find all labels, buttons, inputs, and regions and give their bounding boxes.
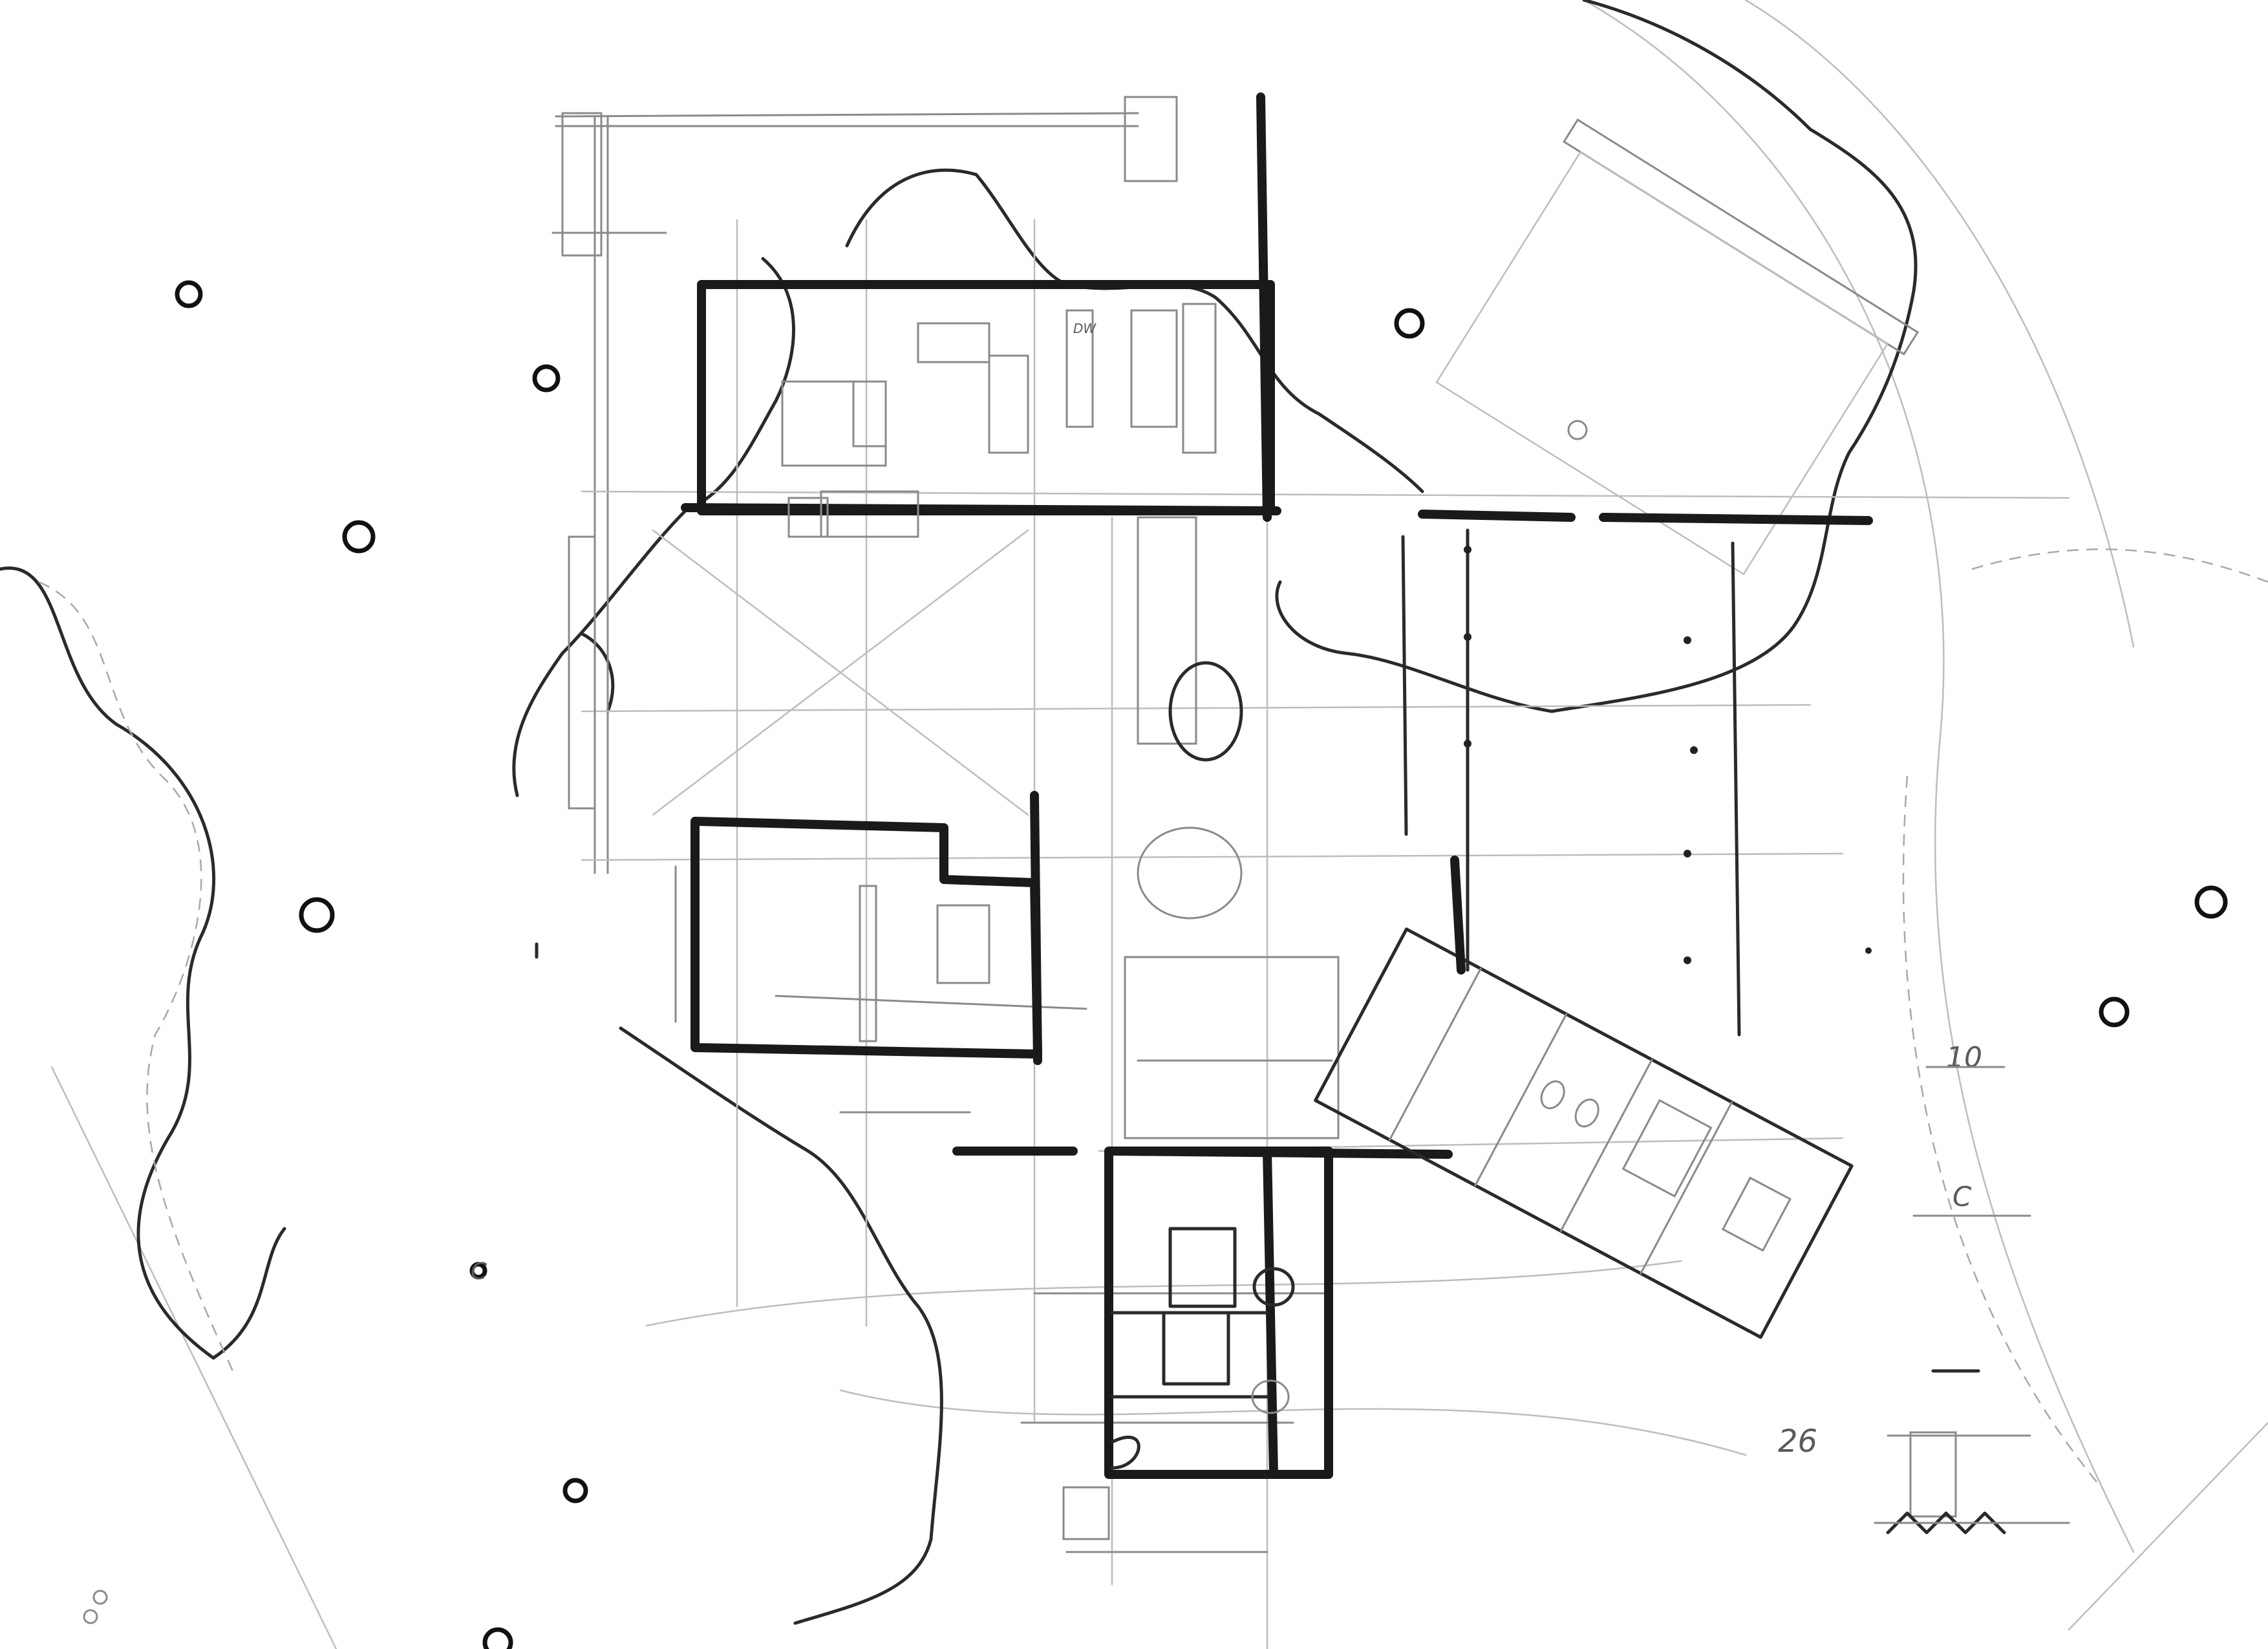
tree-symbols (83, 280, 2228, 1649)
column-marks (1464, 546, 1872, 964)
annotation-26: 26 (1778, 1423, 1817, 1460)
kitchen-dw-label: DW (1073, 321, 1097, 336)
annotation-c: C (1952, 1181, 1972, 1212)
terrace-slab (1435, 118, 1920, 576)
east-wall-strokes (1401, 510, 1873, 1037)
entry-structure (551, 96, 1243, 920)
guest-wing-outline (1314, 927, 1854, 1339)
tree-icon (562, 1478, 588, 1503)
annotations: 10 C 26 C (471, 1041, 2070, 1535)
tree-icon (2194, 885, 2228, 919)
tree-icon (469, 1262, 487, 1280)
tree-icon (532, 364, 561, 393)
tree-icon (1394, 308, 1425, 339)
tree-icon (175, 280, 203, 308)
garage-block (952, 956, 1453, 1540)
tree-icon (2099, 997, 2130, 1028)
tree-icon (299, 897, 335, 933)
living-wing-outline: DW (681, 92, 1281, 538)
annotation-left-c: C (471, 1258, 487, 1285)
tree-canopy-lines (0, 0, 1918, 1625)
tree-icon (342, 520, 376, 554)
construction-grid (555, 112, 2070, 1649)
annotation-10: 10 (1946, 1041, 1982, 1074)
site-contours (50, 0, 2268, 1649)
tree-icon (482, 1627, 513, 1649)
bedroom-wing-outline (535, 791, 1042, 1065)
